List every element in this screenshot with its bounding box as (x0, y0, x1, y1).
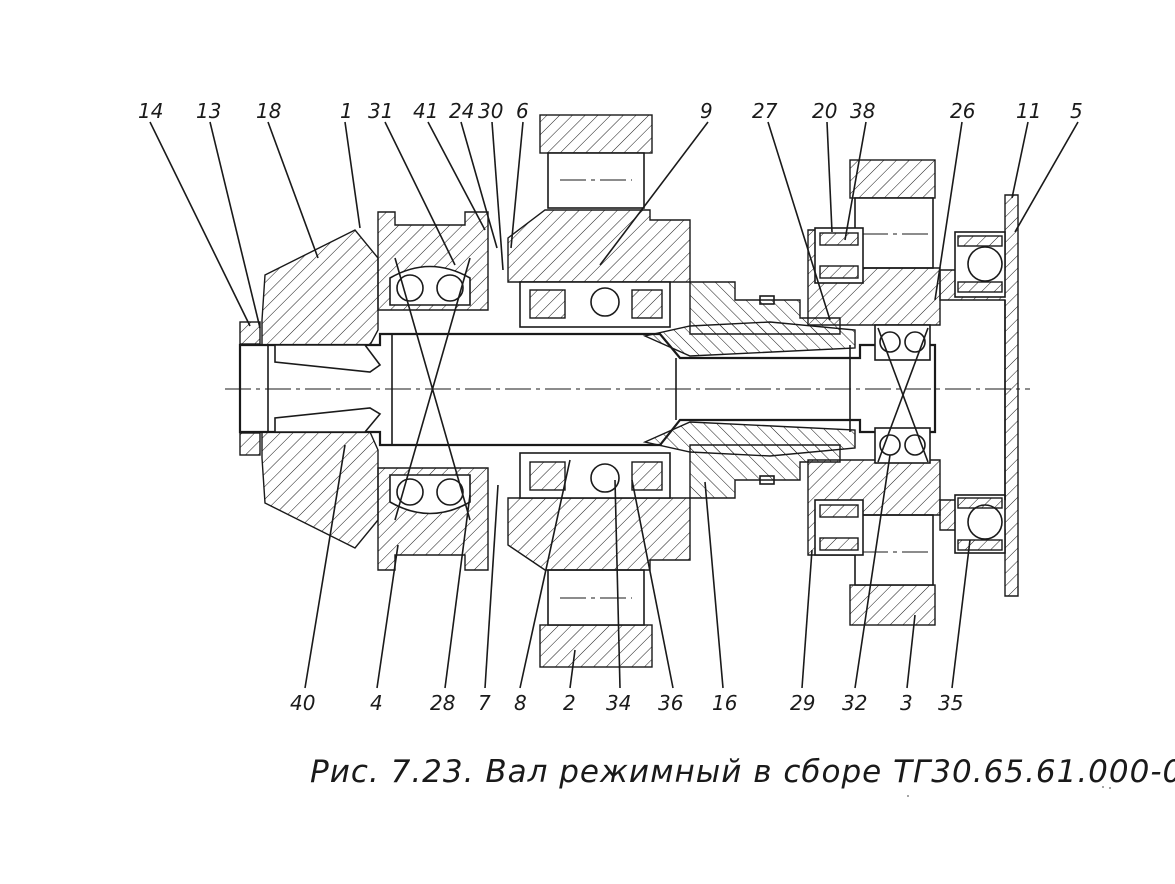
part-label: 28 (430, 691, 455, 715)
part-label: 35 (938, 691, 963, 715)
end-cover (939, 194, 1019, 597)
hub-sleeve (689, 281, 841, 499)
top-part-labels: 14 13 18 1 31 41 24 30 6 9 27 20 38 26 1… (138, 99, 1083, 123)
part-label: 4 (370, 691, 383, 715)
bottom-part-labels: 40 4 28 7 8 2 34 36 16 29 32 3 35 (290, 691, 963, 715)
part-label: 2 (563, 691, 576, 715)
part-label: 18 (256, 99, 281, 123)
right-gear (807, 159, 941, 626)
part-label: 36 (658, 691, 683, 715)
part-label: 34 (606, 691, 631, 715)
figure-caption: Рис. 7.23. Вал режимный в сборе ТГ30.65.… (310, 754, 1175, 790)
part-label: 6 (516, 99, 529, 123)
part-label: 41 (413, 99, 438, 123)
part-label: 24 (449, 99, 474, 123)
part-label: 40 (290, 691, 315, 715)
part-label: 7 (478, 691, 491, 715)
roller-bearing-housing (377, 211, 489, 571)
part-label: 14 (138, 99, 163, 123)
scan-specks (907, 786, 1111, 797)
part-label: 30 (478, 99, 503, 123)
part-label: 38 (850, 99, 875, 123)
part-label: 29 (790, 691, 815, 715)
part-label: 26 (950, 99, 975, 123)
part-label: 9 (700, 99, 713, 123)
part-label: 13 (196, 99, 221, 123)
part-label: 11 (1016, 99, 1041, 123)
part-label: 8 (514, 691, 527, 715)
part-label: 1 (340, 99, 353, 123)
center-gear (507, 114, 691, 668)
part-label: 31 (368, 99, 393, 123)
part-label: 27 (752, 99, 778, 123)
leader-lines (149, 121, 1079, 689)
bevel-gear (261, 229, 382, 549)
part-label: 3 (900, 691, 913, 715)
part-label: 16 (712, 691, 737, 715)
part-label: 5 (1070, 99, 1083, 123)
part-label: 32 (842, 691, 867, 715)
part-label: 20 (812, 99, 837, 123)
